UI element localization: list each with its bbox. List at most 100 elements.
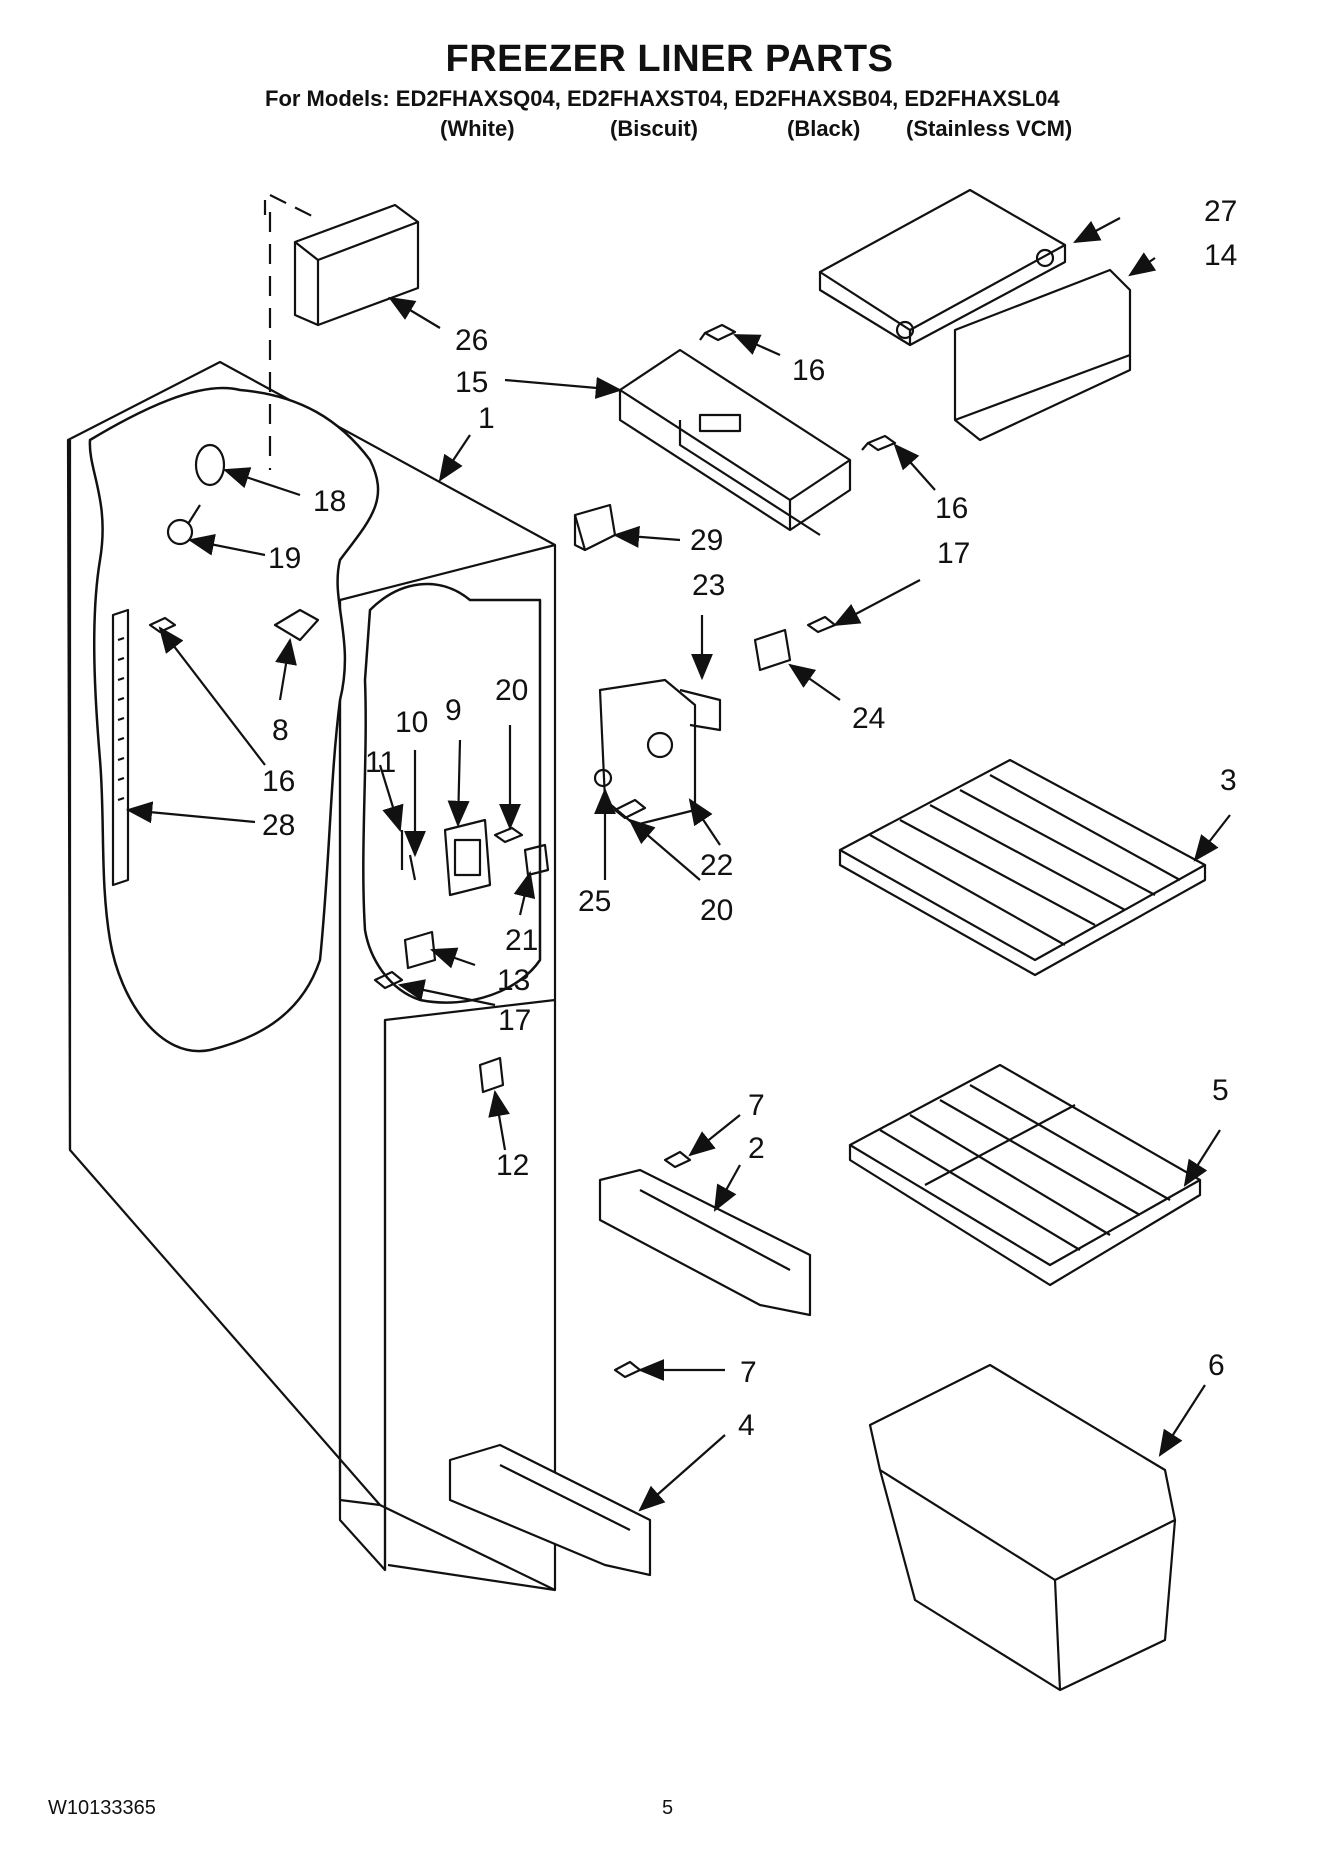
color-label-white: (White) (440, 116, 515, 141)
part-28-rail (111, 608, 130, 887)
part-19-bulb (166, 504, 201, 546)
callout-7: 7 (740, 1356, 757, 1389)
screw-7-b (613, 1360, 642, 1379)
leader-24 (788, 663, 841, 701)
leader-16a (732, 333, 781, 357)
part-5-shelf (848, 1063, 1202, 1287)
callout-17: 17 (937, 537, 970, 570)
leader-1 (438, 434, 471, 482)
part-2-trim (598, 1168, 812, 1317)
leader-3 (1193, 814, 1231, 862)
cutaway-region (88, 386, 380, 1053)
leader-2 (713, 1164, 741, 1212)
part-9-housing (443, 818, 492, 897)
callout-12: 12 (496, 1149, 529, 1182)
callout-1: 1 (478, 402, 495, 435)
callout-15: 15 (455, 366, 488, 399)
leader-20b (628, 818, 701, 881)
leader-11 (378, 764, 404, 833)
callout-16: 16 (792, 354, 825, 387)
screw-17-a (806, 615, 837, 634)
part-18-socket (194, 443, 226, 487)
screw-16-b (861, 434, 897, 452)
callout-17: 17 (498, 1004, 531, 1037)
callout-26: 26 (455, 324, 488, 357)
screw-20-a (493, 826, 524, 844)
leader-21 (513, 870, 536, 916)
color-label-black: (Black) (787, 116, 861, 141)
leader-7a (688, 1114, 741, 1157)
callout-7: 7 (748, 1089, 765, 1122)
leader-28 (125, 801, 256, 824)
part-12-switch (478, 1056, 505, 1094)
callout-9: 9 (445, 694, 462, 727)
callout-20: 20 (495, 674, 528, 707)
leader-14 (1128, 252, 1157, 277)
callout-19: 19 (268, 542, 301, 575)
leader-17a (833, 579, 921, 627)
leader-27 (1073, 217, 1121, 244)
part-8-clip (273, 608, 320, 642)
document-number: W10133365 (48, 1797, 156, 1819)
screw-20-b (613, 798, 647, 820)
callout-6: 6 (1208, 1349, 1225, 1382)
leader-6 (1158, 1384, 1206, 1457)
callout-20: 20 (700, 894, 733, 927)
leader-22 (688, 798, 721, 846)
leader-8 (275, 637, 297, 701)
part-29-clip (573, 503, 617, 552)
leader-16b (893, 443, 936, 491)
callout-3: 3 (1220, 764, 1237, 797)
callout-2: 2 (748, 1132, 765, 1165)
leader-4 (638, 1434, 726, 1512)
screw-16-a (699, 323, 737, 342)
callout-5: 5 (1212, 1074, 1229, 1107)
leader-16c (158, 626, 266, 766)
callout-16: 16 (935, 492, 968, 525)
callout-14: 14 (1204, 239, 1237, 272)
callout-labels: 27 14 26 16 15 1 16 18 29 19 17 23 24 8 … (262, 195, 1237, 1442)
callout-4: 4 (738, 1409, 755, 1442)
page-title: FREEZER LINER PARTS (445, 38, 894, 80)
callout-29: 29 (690, 524, 723, 557)
callout-27: 27 (1204, 195, 1237, 228)
leader-19 (187, 533, 266, 557)
color-label-biscuit: (Biscuit) (610, 116, 698, 141)
callout-21: 21 (505, 924, 538, 957)
part-23-control-housing (598, 678, 722, 827)
leader-12 (488, 1089, 510, 1151)
leader-18 (222, 467, 301, 497)
callout-25: 25 (578, 885, 611, 918)
callout-11: 11 (365, 746, 396, 779)
callout-16: 16 (262, 765, 295, 798)
color-label-stainless: (Stainless VCM) (906, 116, 1073, 141)
part-4-trim (448, 1443, 652, 1577)
callout-10: 10 (395, 706, 428, 739)
part-26-bracket (263, 194, 420, 327)
callout-28: 28 (262, 809, 295, 842)
part-25-knob (593, 768, 613, 788)
callout-23: 23 (692, 569, 725, 602)
model-list: For Models: ED2FHAXSQ04, ED2FHAXST04, ED… (265, 86, 1060, 111)
callout-8: 8 (272, 714, 289, 747)
part-24-board (753, 628, 792, 672)
callout-18: 18 (313, 485, 346, 518)
leader-26 (388, 296, 441, 329)
callout-24: 24 (852, 702, 885, 735)
callout-13: 13 (497, 964, 530, 997)
part-6-bin (868, 1363, 1177, 1692)
leader-29 (612, 525, 681, 548)
leader-9 (447, 739, 470, 828)
leader-13 (429, 947, 476, 969)
leader-5 (1183, 1129, 1221, 1187)
part-27-cover (818, 188, 1067, 347)
leader-15 (504, 376, 623, 399)
callout-22: 22 (700, 849, 733, 882)
screw-7-a (663, 1150, 692, 1169)
part-14-pan (953, 268, 1132, 442)
leader-17b (397, 979, 496, 1007)
part-10-spring (408, 854, 417, 881)
screw-16-c (148, 616, 177, 634)
part-3-shelf (838, 758, 1207, 977)
